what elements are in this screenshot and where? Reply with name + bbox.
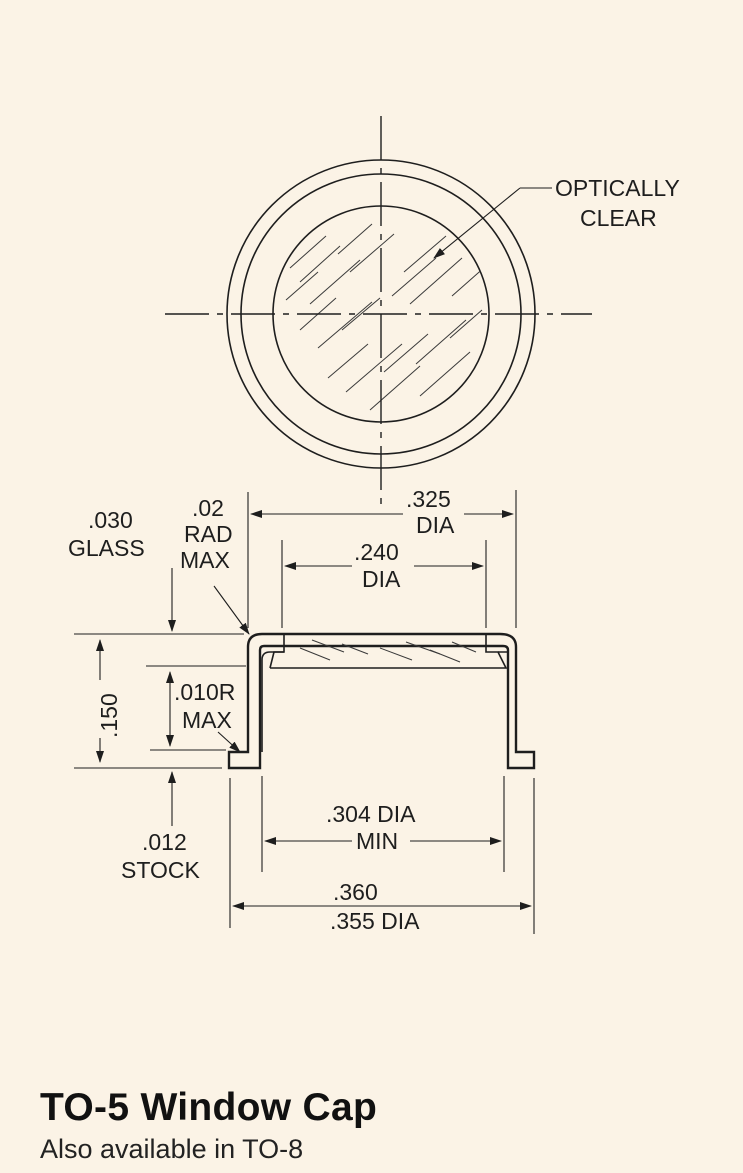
outer-dia-line2: DIA — [416, 512, 455, 538]
height-label: .150 — [96, 693, 122, 738]
cap-outer-outline — [227, 632, 536, 770]
glass-dim-line2: GLASS — [68, 535, 145, 561]
inner-rad-line1: .010R — [174, 679, 235, 705]
caption-title: TO-5 Window Cap — [40, 1086, 378, 1129]
rad-dim-line2: RAD — [184, 521, 233, 547]
lens-hatching — [285, 223, 487, 411]
flange-dia-lower: .355 DIA — [330, 908, 420, 934]
top-view: OPTICALLY CLEAR — [165, 116, 680, 510]
min-dia-line2: MIN — [356, 828, 398, 854]
section-view: .150 .030 GLASS .02 RAD MAX .010R MAX .0… — [68, 486, 536, 934]
rad-dim-line1: .02 — [192, 495, 224, 521]
rad-dim-line3: MAX — [180, 547, 230, 573]
inner-dia-line2: DIA — [362, 566, 401, 592]
glass-dim-line1: .030 — [88, 507, 133, 533]
inner-rad-line2: MAX — [182, 707, 232, 733]
optically-clear-label-line1: OPTICALLY — [555, 175, 680, 201]
flange-dia-upper: .360 — [333, 879, 378, 905]
cap-inner-wall — [261, 651, 508, 752]
caption-subtitle: Also available in TO-8 — [40, 1134, 304, 1164]
glass-hatching — [299, 639, 477, 663]
stock-dim-line1: .012 — [142, 829, 187, 855]
outer-dia-line1: .325 — [406, 486, 451, 512]
inner-dia-line1: .240 — [354, 539, 399, 565]
stock-dim-line2: STOCK — [121, 857, 200, 883]
min-dia-line1: .304 DIA — [326, 801, 416, 827]
glass-window — [269, 634, 508, 669]
optically-clear-label-line2: CLEAR — [580, 205, 657, 231]
